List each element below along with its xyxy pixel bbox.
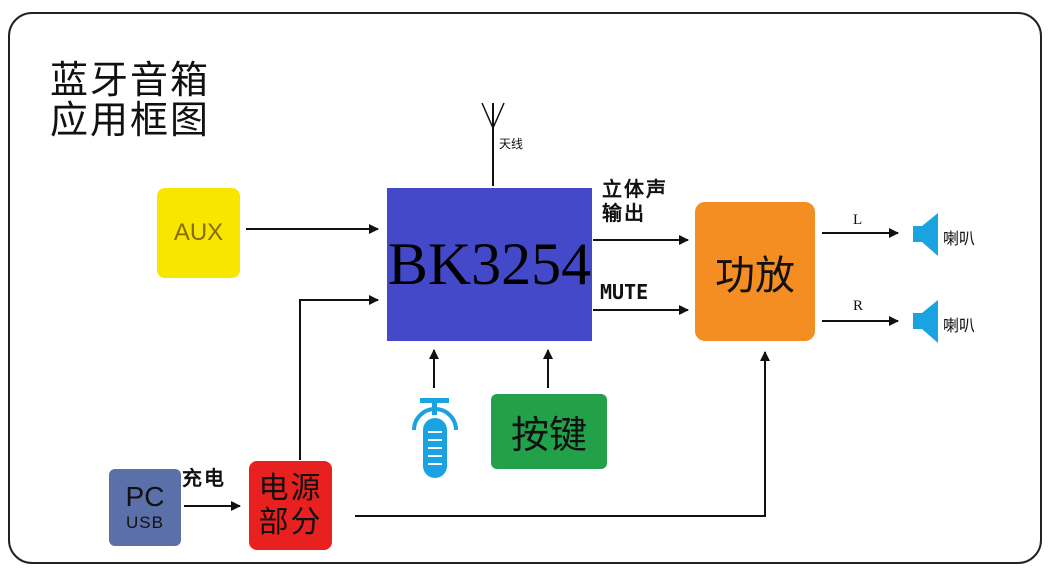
- power-supply-block: 电源 部分: [249, 461, 332, 550]
- pc-usb-block: PC USB: [109, 469, 181, 546]
- usb-label: USB: [126, 512, 164, 532]
- stereo-label-line-1: 立体声: [602, 177, 668, 201]
- bk3254-chip-block: BK3254: [387, 188, 592, 341]
- wire-power-to-amp: [355, 351, 770, 517]
- diagram-frame: [8, 12, 1042, 564]
- diagram-title: 蓝牙音箱 应用框图: [50, 60, 210, 140]
- microphone-icon: [412, 398, 458, 478]
- power-label-line-2: 部分: [258, 504, 323, 540]
- antenna-icon: [481, 102, 505, 129]
- pc-label: PC: [125, 480, 165, 512]
- speaker-icon: [913, 213, 938, 256]
- stereo-label-line-2: 输出: [602, 201, 646, 225]
- title-line-1: 蓝牙音箱: [50, 58, 211, 102]
- aux-input-block: AUX: [157, 188, 240, 278]
- right-channel-label: R: [853, 298, 864, 314]
- speaker-icon: [913, 300, 938, 343]
- charge-label: 充电: [182, 466, 226, 490]
- keys-block: 按键: [491, 394, 607, 469]
- aux-label: AUX: [173, 219, 224, 246]
- speaker-right-label: 喇叭: [943, 316, 976, 335]
- power-label-line-1: 电源: [258, 470, 323, 506]
- stereo-output-label: 立体声 输出: [602, 177, 668, 225]
- left-channel-label: L: [853, 212, 863, 228]
- wire-power-to-chip: [299, 295, 379, 460]
- amp-label: 功放: [715, 252, 795, 299]
- amplifier-block: 功放: [695, 202, 815, 341]
- speaker-left-label: 喇叭: [943, 229, 976, 248]
- mute-label: MUTE: [600, 280, 649, 304]
- antenna-label: 天线: [499, 137, 524, 151]
- keys-label: 按键: [510, 413, 587, 457]
- title-line-2: 应用框图: [50, 98, 211, 142]
- chip-label: BK3254: [387, 231, 592, 297]
